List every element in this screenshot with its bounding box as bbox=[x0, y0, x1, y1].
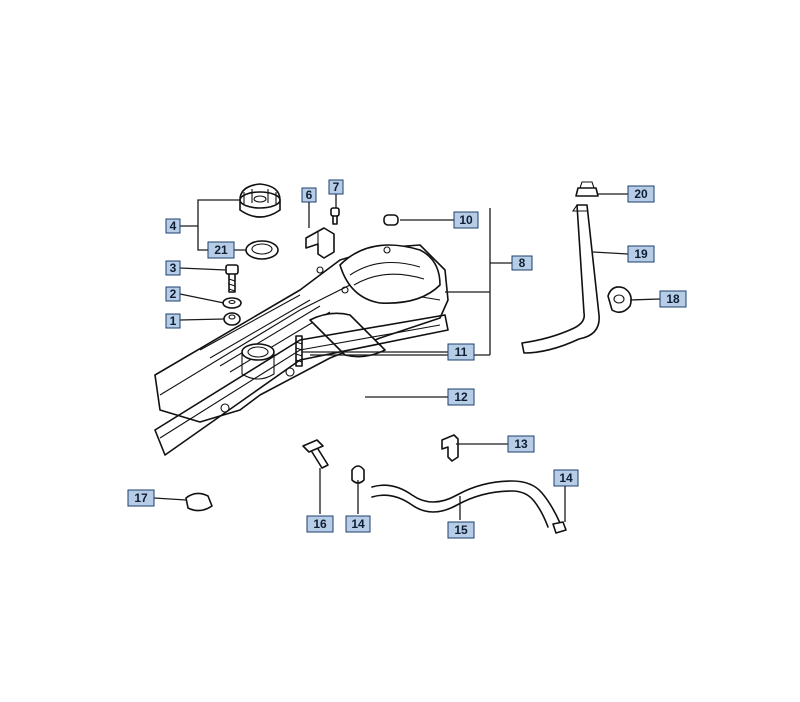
callout-6: 6 bbox=[301, 187, 317, 203]
rubber-plug bbox=[185, 492, 213, 512]
callout-box bbox=[345, 515, 371, 533]
callout-label: 13 bbox=[514, 437, 528, 451]
callout-12: 12 bbox=[447, 388, 475, 406]
callout-4: 4 bbox=[165, 218, 181, 234]
callout-box bbox=[507, 435, 535, 453]
callout-box bbox=[627, 185, 655, 203]
callout-box bbox=[511, 255, 533, 271]
callout-1: 1 bbox=[165, 313, 181, 329]
callout-14-left: 14 bbox=[345, 515, 371, 533]
callout-3: 3 bbox=[165, 260, 181, 276]
callout-box bbox=[447, 388, 475, 406]
callout-box bbox=[447, 521, 475, 539]
callout-label: 14 bbox=[559, 471, 573, 485]
callout-10: 10 bbox=[453, 211, 479, 229]
hose-bracket bbox=[441, 434, 459, 462]
callout-2: 2 bbox=[165, 286, 181, 302]
pcv-hose bbox=[521, 204, 600, 354]
callout-label: 7 bbox=[333, 180, 340, 194]
callout-label: 8 bbox=[519, 256, 526, 270]
breather-hose bbox=[371, 480, 561, 528]
callout-box bbox=[165, 260, 181, 276]
callout-label: 1 bbox=[170, 314, 177, 328]
callout-label: 12 bbox=[454, 390, 468, 404]
callout-label: 19 bbox=[634, 247, 648, 261]
callout-21: 21 bbox=[207, 241, 235, 259]
oil-filler-cap bbox=[239, 183, 281, 218]
hose-clip-right bbox=[552, 521, 567, 534]
callout-7: 7 bbox=[328, 179, 344, 195]
callout-label: 11 bbox=[455, 345, 468, 359]
callout-label: 10 bbox=[459, 213, 473, 227]
callout-box bbox=[165, 218, 181, 234]
grommet bbox=[223, 312, 241, 326]
harness-bracket bbox=[305, 227, 335, 259]
callout-20: 20 bbox=[627, 185, 655, 203]
callout-box bbox=[165, 286, 181, 302]
callout-11: 11 bbox=[447, 343, 475, 361]
callout-box bbox=[553, 469, 579, 487]
leader-lines bbox=[153, 193, 661, 522]
callout-box bbox=[127, 489, 155, 507]
callout-15: 15 bbox=[447, 521, 475, 539]
cylinder-head-cover bbox=[154, 244, 449, 423]
callout-label: 18 bbox=[666, 292, 680, 306]
callout-label: 2 bbox=[170, 287, 177, 301]
callout-label: 20 bbox=[634, 187, 648, 201]
pcv-cap bbox=[575, 181, 599, 197]
callout-box bbox=[165, 313, 181, 329]
callout-19: 19 bbox=[627, 245, 655, 263]
cover-stud bbox=[295, 335, 303, 367]
callout-box bbox=[207, 241, 235, 259]
callout-label: 17 bbox=[134, 491, 148, 505]
callout-label: 16 bbox=[313, 517, 327, 531]
pcv-grommet bbox=[383, 214, 399, 226]
callout-box bbox=[659, 290, 687, 308]
callout-13: 13 bbox=[507, 435, 535, 453]
callout-14-right: 14 bbox=[553, 469, 579, 487]
callout-8: 8 bbox=[511, 255, 533, 271]
cover-gasket bbox=[154, 314, 449, 456]
callout-box bbox=[447, 343, 475, 361]
callout-box bbox=[328, 179, 344, 195]
cover-bolt bbox=[225, 264, 239, 293]
callout-box bbox=[306, 515, 334, 533]
callout-label: 14 bbox=[351, 517, 365, 531]
hose-bolt bbox=[302, 439, 329, 469]
callout-17: 17 bbox=[127, 489, 155, 507]
hose-clip-left bbox=[351, 465, 365, 484]
callout-box bbox=[453, 211, 479, 229]
hose-clamp bbox=[607, 286, 632, 314]
callout-18: 18 bbox=[659, 290, 687, 308]
callout-box bbox=[301, 187, 317, 203]
callout-label: 21 bbox=[214, 243, 228, 257]
callout-label: 15 bbox=[454, 523, 468, 537]
callout-16: 16 bbox=[306, 515, 334, 533]
callout-box bbox=[627, 245, 655, 263]
sealing-washer bbox=[222, 297, 242, 309]
cap-gasket-ring bbox=[245, 240, 279, 260]
callout-label: 4 bbox=[170, 219, 177, 233]
small-bolt bbox=[330, 207, 340, 225]
callout-label: 3 bbox=[170, 261, 177, 275]
callout-label: 6 bbox=[306, 188, 313, 202]
